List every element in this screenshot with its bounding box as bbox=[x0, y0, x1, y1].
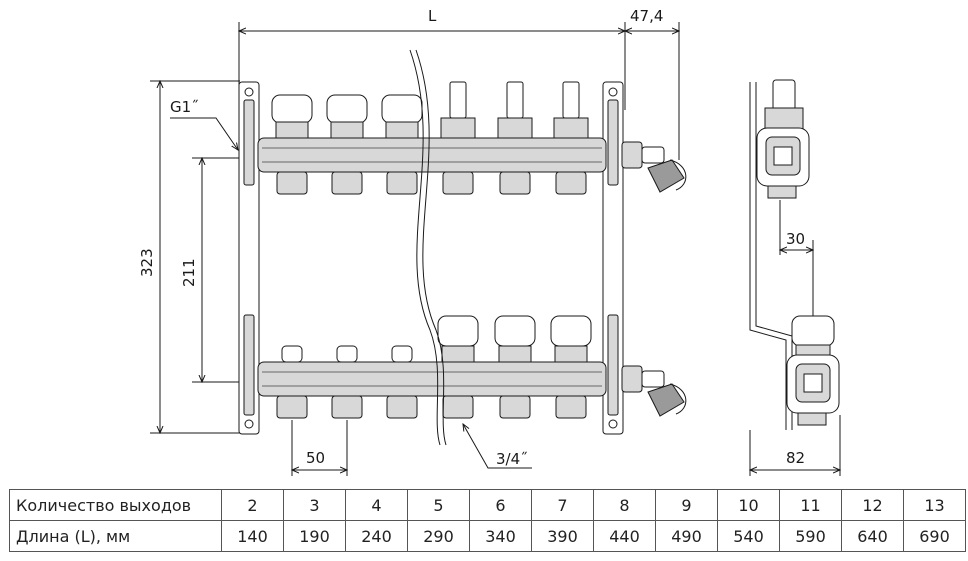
bottom-manifold bbox=[257, 361, 607, 397]
table-row-lengths: Длина (L), мм 140 190 240 290 340 390 44… bbox=[9, 520, 966, 552]
table-cell: 10 bbox=[717, 489, 780, 521]
outlet-thread-label: 3/4˝ bbox=[496, 450, 528, 468]
table-cell: 12 bbox=[841, 489, 904, 521]
table-cell: 9 bbox=[655, 489, 718, 521]
top-flow-meters bbox=[440, 81, 589, 139]
manifold-drawing: L 47,4 323 211 G1˝ bbox=[138, 7, 968, 476]
bottom-outlets bbox=[276, 395, 587, 419]
height-dimension: 323 bbox=[138, 81, 240, 433]
table-cell: 640 bbox=[841, 520, 904, 552]
table-cell: 390 bbox=[531, 520, 594, 552]
length-dimension: L bbox=[239, 7, 625, 110]
bottom-small-valves bbox=[281, 345, 413, 363]
spacing-dimension: 50 bbox=[292, 420, 347, 476]
table-cell: 4 bbox=[345, 489, 408, 521]
thread-callout: G1˝ bbox=[170, 98, 238, 150]
table-cell: 140 bbox=[221, 520, 284, 552]
outlet-thread-callout: 3/4˝ bbox=[463, 424, 532, 469]
table-cell: 13 bbox=[903, 489, 966, 521]
table-cell: 190 bbox=[283, 520, 346, 552]
side-depth-total-label: 82 bbox=[786, 449, 805, 467]
table-cell: 3 bbox=[283, 489, 346, 521]
top-valve-caps bbox=[271, 94, 423, 139]
break-lines bbox=[409, 49, 447, 446]
table-cell: 290 bbox=[407, 520, 470, 552]
table-cell: 8 bbox=[593, 489, 656, 521]
side-dimension-82: 82 bbox=[750, 415, 840, 476]
spacing-label: 50 bbox=[306, 449, 325, 467]
table-cell: 240 bbox=[345, 520, 408, 552]
top-end-valve bbox=[621, 141, 687, 193]
side-view bbox=[749, 79, 840, 430]
top-manifold bbox=[257, 137, 607, 173]
axis-label: 211 bbox=[180, 258, 198, 287]
table-cell: 690 bbox=[903, 520, 966, 552]
offset-dimension: 47,4 bbox=[625, 7, 679, 160]
top-outlets bbox=[276, 171, 587, 195]
table-cell: 540 bbox=[717, 520, 780, 552]
height-label: 323 bbox=[138, 248, 156, 277]
table-cell: 11 bbox=[779, 489, 842, 521]
offset-label: 47,4 bbox=[630, 7, 663, 25]
table-cell: 340 bbox=[469, 520, 532, 552]
length-label: L bbox=[428, 7, 437, 25]
thread-label: G1˝ bbox=[170, 98, 199, 116]
row-label-lengths: Длина (L), мм bbox=[9, 520, 222, 552]
spec-table: Количество выходов 2 3 4 5 6 7 8 9 10 11… bbox=[9, 489, 966, 552]
table-cell: 5 bbox=[407, 489, 470, 521]
table-cell: 490 bbox=[655, 520, 718, 552]
side-depth-top-label: 30 bbox=[786, 230, 805, 248]
table-cell: 590 bbox=[779, 520, 842, 552]
table-cell: 6 bbox=[469, 489, 532, 521]
bottom-end-valve bbox=[621, 365, 687, 417]
bottom-valve-caps bbox=[437, 315, 592, 363]
table-cell: 7 bbox=[531, 489, 594, 521]
left-bracket bbox=[238, 81, 260, 435]
side-dimension-30: 30 bbox=[780, 200, 813, 316]
table-cell: 2 bbox=[221, 489, 284, 521]
table-cell: 440 bbox=[593, 520, 656, 552]
row-label-outlets: Количество выходов bbox=[9, 489, 222, 521]
right-bracket bbox=[602, 81, 624, 435]
table-row-outlets: Количество выходов 2 3 4 5 6 7 8 9 10 11… bbox=[9, 489, 966, 521]
